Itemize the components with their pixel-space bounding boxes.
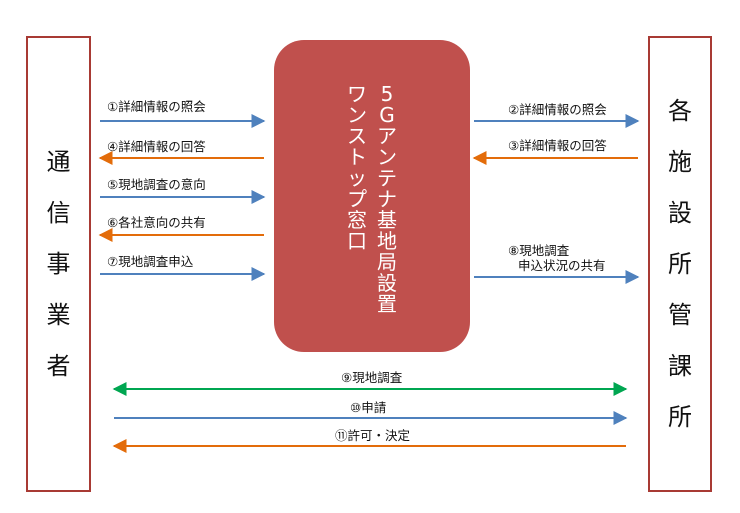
- left-actor-label-char: 業: [46, 301, 71, 329]
- left-actor-label-char: 事: [46, 250, 71, 278]
- flow-label-f6: ⑥各社意向の共有: [107, 215, 206, 230]
- center-title-line-2: ワンストップ窓口: [347, 82, 367, 253]
- left-actor-label-char: 通: [46, 148, 71, 176]
- right-actor-label-char: 課: [668, 352, 692, 380]
- left-actor-label-char: 者: [46, 352, 71, 380]
- flow-label-f1: ①詳細情報の照会: [107, 99, 206, 114]
- flow-label-f4: ④詳細情報の回答: [107, 139, 206, 154]
- right-actor-label-char: 施: [668, 148, 692, 176]
- flow-label-f8-line1: ⑧現地調査: [508, 243, 570, 258]
- right-actor-label-char: 所: [668, 403, 692, 431]
- flow-label-f7: ⑦現地調査申込: [107, 254, 194, 269]
- flow-label-f9: ⑨現地調査: [341, 370, 403, 385]
- right-actor-label-char: 管: [668, 301, 692, 329]
- right-actor-label-char: 各: [668, 97, 692, 125]
- left-actor-label-char: 信: [46, 199, 71, 227]
- right-actor-label-char: 設: [668, 199, 692, 227]
- flow-label-f3: ③詳細情報の回答: [508, 138, 607, 153]
- flow-label-f2: ②詳細情報の照会: [508, 102, 607, 117]
- flow-label-f8-line2: 申込状況の共有: [518, 258, 606, 273]
- flow-label-f10: ⑩申請: [350, 400, 387, 415]
- right-actor-box: 各施設所管課所: [648, 36, 712, 492]
- left-actor-box: 通信事業者: [26, 36, 91, 492]
- flow-label-f11: ⑪許可・決定: [335, 428, 411, 443]
- right-actor-label-char: 所: [668, 250, 692, 278]
- flow-label-f5: ⑤現地調査の意向: [107, 177, 206, 192]
